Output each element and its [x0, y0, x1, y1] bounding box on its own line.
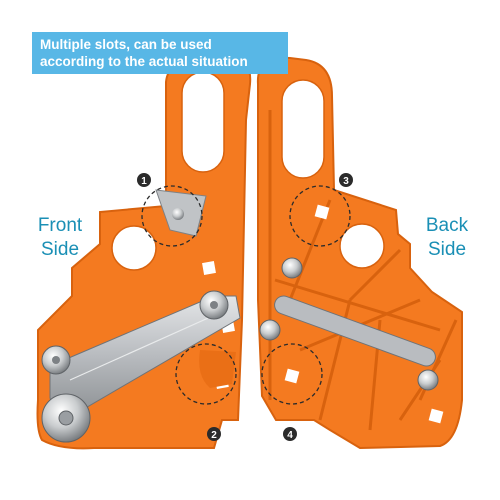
banner-line-2: according to the actual situation	[40, 54, 248, 69]
front-label-line-1: Front	[37, 215, 83, 236]
callout-number-1: 1	[141, 176, 147, 187]
back-bolt-top	[281, 257, 303, 279]
callout-marker-4: 4	[283, 427, 297, 441]
back-bolt-middle	[259, 319, 281, 341]
front-round-hole	[111, 225, 157, 271]
front-top-slot	[181, 71, 225, 173]
front-label-line-2: Side	[40, 239, 80, 260]
back-blade-slot	[274, 295, 436, 367]
callout-marker-3: 3	[339, 173, 353, 187]
callout-circle-1	[141, 185, 203, 247]
back-bolt-right	[417, 369, 439, 391]
callout-marker-2: 2	[207, 427, 221, 441]
back-side-tool	[256, 56, 463, 450]
back-label-line-1: Back	[425, 215, 469, 236]
back-ribs	[268, 110, 458, 431]
back-top-slot	[281, 79, 325, 179]
front-holder-screw	[172, 208, 184, 220]
back-small-slot-b	[284, 368, 300, 384]
back-label-line-2: Side	[427, 239, 467, 260]
callout-number-2: 2	[211, 430, 217, 441]
back-side-label: Back Side	[416, 214, 478, 262]
callout-circle-3	[289, 185, 351, 247]
callout-markers: 1 2 3 4	[137, 173, 353, 441]
back-small-slot-a	[314, 204, 330, 220]
callout-number-3: 3	[343, 176, 349, 187]
banner-line-1: Multiple slots, can be used	[40, 37, 212, 52]
callout-number-4: 4	[287, 430, 293, 441]
back-small-slot-c	[428, 408, 444, 424]
back-round-hole	[339, 223, 385, 269]
info-banner: Multiple slots, can be used according to…	[32, 32, 288, 74]
front-small-slot-a	[202, 261, 216, 275]
callout-circle-4	[261, 343, 323, 405]
front-notch-pocket	[199, 350, 236, 388]
front-side-label: Front Side	[24, 214, 96, 262]
callout-marker-1: 1	[137, 173, 151, 187]
front-side-tool	[36, 56, 252, 450]
callout-circle-2	[175, 343, 237, 405]
callout-circles	[141, 185, 351, 405]
